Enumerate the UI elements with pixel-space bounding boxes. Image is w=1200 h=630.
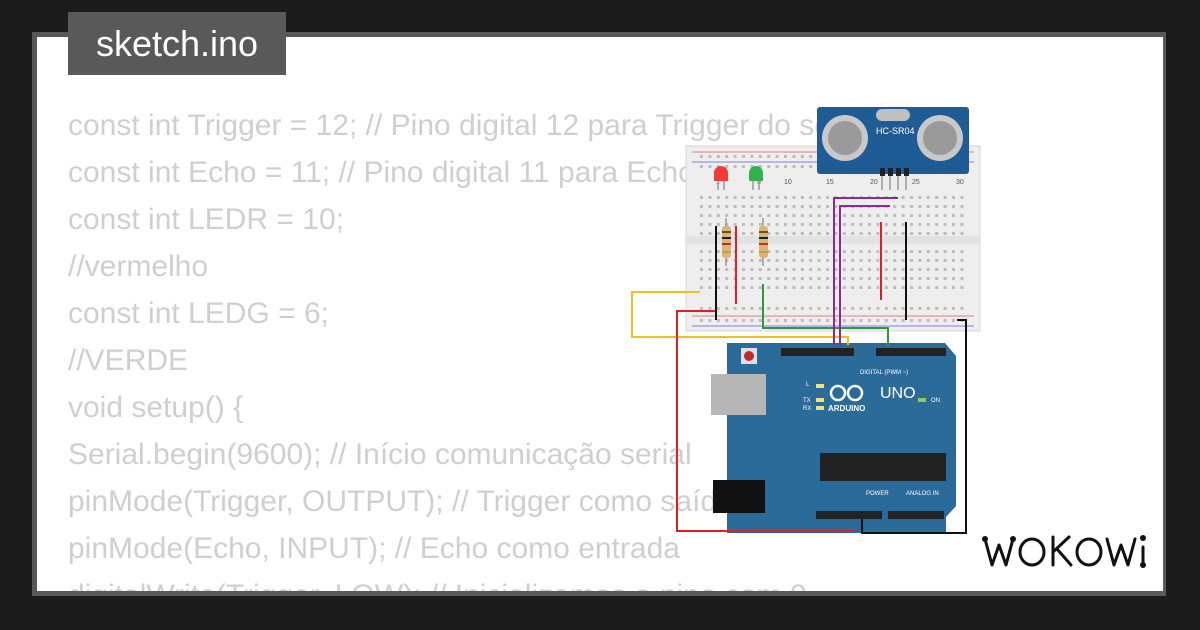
code-line: digitalWrite(Trigger, LOW); // Inicializ… [68, 572, 889, 591]
wires [631, 197, 967, 534]
code-line: const int LEDR = 10; [68, 203, 344, 236]
file-title: sketch.ino [68, 12, 286, 75]
led-label-rx: RX [803, 406, 811, 412]
code-line: const int LEDG = 6; [68, 297, 329, 330]
code-line: Serial.begin(9600); // Início comunicaçã… [68, 438, 692, 471]
green-led[interactable] [749, 166, 763, 190]
wire-purple-trig [833, 197, 898, 346]
board-model: UNO [880, 385, 916, 402]
wokwi-logo [977, 527, 1152, 575]
wire-yellow [631, 291, 849, 345]
column-label-10: 10 [784, 179, 792, 186]
ultrasonic-sensor[interactable]: HC-SR04 [817, 107, 969, 190]
analog-header-label: ANALOG IN [906, 491, 939, 497]
column-label-15: 15 [826, 179, 834, 186]
wire-green [762, 284, 889, 346]
wire-red-5v [676, 310, 854, 532]
arduino-uno-board[interactable]: DIGITAL (PWM ~) UNO ARDUINO L TX RX ON P… [711, 343, 956, 533]
code-line: pinMode(Echo, INPUT); // Echo como entra… [68, 532, 680, 565]
red-led[interactable] [714, 166, 728, 190]
led-label-l: L [806, 382, 810, 388]
column-label-30: 30 [956, 179, 964, 186]
code-line: void setup() { [68, 391, 244, 424]
column-label-20: 20 [870, 179, 878, 186]
board-brand: ARDUINO [828, 404, 865, 413]
arduino-infinity-icon [829, 384, 864, 402]
column-label-25: 25 [912, 179, 920, 186]
wire-purple-echo [839, 205, 890, 346]
wire-black-gnd [861, 319, 967, 534]
resistor-green-led[interactable] [759, 218, 768, 266]
led-label-tx: TX [803, 398, 811, 404]
sensor-label: HC-SR04 [876, 126, 915, 136]
resistor-red-led[interactable] [722, 218, 731, 266]
code-line: //VERDE [68, 344, 189, 377]
digital-header-label: DIGITAL (PWM ~) [860, 370, 908, 376]
power-header-label: POWER [866, 491, 889, 497]
led-label-on: ON [931, 398, 940, 404]
code-line: //vermelho [68, 250, 209, 283]
